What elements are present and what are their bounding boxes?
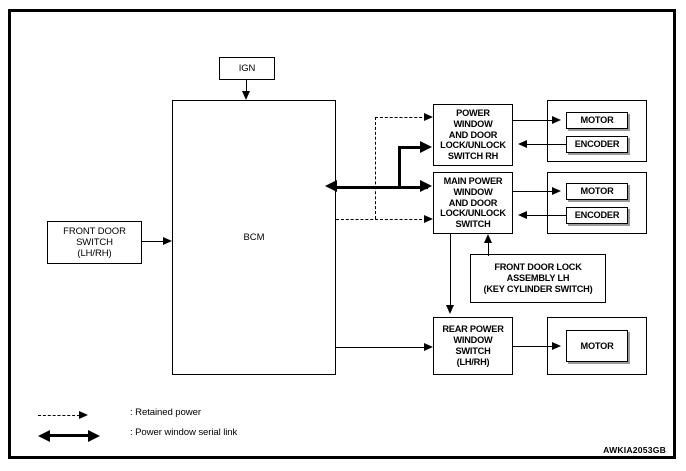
part-code-label: AWKIA2053GB (603, 445, 666, 455)
dashline-retained-power-lower-horizontal (336, 219, 427, 220)
block-main-power-window-switch-label: MAIN POWER WINDOW AND DOOR LOCK/UNLOCK S… (440, 175, 506, 230)
legend-symbol-serial-link (38, 427, 124, 443)
line-main-switch-to-motor (513, 191, 553, 193)
block-power-window-switch-rh: POWER WINDOW AND DOOR LOCK/UNLOCK SWITCH… (433, 104, 513, 166)
line-main-switch-to-rear-switch (450, 234, 452, 306)
block-bcm-label: BCM (243, 231, 265, 243)
block-encoder-main: ENCODER (566, 207, 628, 224)
arrowhead-bcm-to-rear-switch (424, 343, 433, 351)
arrowhead-switch-rh-to-motor (552, 116, 561, 124)
serial-link-branch-horizontal (398, 146, 422, 150)
block-motor-rear-label: MOTOR (580, 340, 614, 351)
line-switch-rh-to-motor (513, 120, 553, 122)
arrowhead-serial-link-to-main-switch (420, 179, 432, 192)
block-motor-main-label: MOTOR (580, 186, 614, 197)
block-encoder-rh: ENCODER (566, 136, 628, 153)
dashline-retained-power-vertical (375, 117, 376, 219)
legend-label-serial-link: : Power window serial link (130, 427, 238, 438)
serial-link-trunk (336, 186, 428, 190)
arrowhead-retained-power-lower (424, 215, 433, 223)
legend-dashline (38, 415, 80, 416)
line-encoder-rh-to-switch (527, 144, 566, 146)
block-ign: IGN (219, 57, 275, 80)
legend-label-retained-power: : Retained power (130, 407, 201, 418)
arrowhead-front-door-switch-to-bcm (163, 237, 172, 245)
diagram-outer-frame (8, 9, 676, 459)
block-front-door-lock-assembly-label: FRONT DOOR LOCK ASSEMBLY LH (KEY CYLINDE… (483, 262, 593, 294)
legend-arrowhead-serial-link-right (88, 429, 100, 442)
block-motor-rear: MOTOR (566, 330, 628, 362)
block-encoder-rh-label: ENCODER (574, 139, 620, 150)
arrowhead-encoder-rh-to-switch (518, 140, 527, 148)
block-motor-rh: MOTOR (566, 112, 628, 129)
line-bcm-to-rear-switch (336, 347, 427, 349)
block-encoder-main-label: ENCODER (574, 210, 620, 221)
dashline-retained-power-upper-horizontal (375, 117, 427, 118)
block-bcm: BCM (172, 100, 336, 375)
line-rear-switch-to-motor (513, 346, 553, 348)
line-front-door-switch-to-bcm (142, 241, 164, 243)
arrowhead-ign-to-bcm (241, 91, 250, 100)
group-motor-encoder-main (547, 172, 647, 234)
line-ign-to-bcm (246, 80, 248, 94)
block-main-power-window-switch: MAIN POWER WINDOW AND DOOR LOCK/UNLOCK S… (433, 172, 513, 234)
block-rear-power-window-switch: REAR POWER WINDOW SWITCH (LH/RH) (433, 317, 513, 375)
block-front-door-switch: FRONT DOOR SWITCH (LH/RH) (47, 221, 142, 264)
block-motor-rh-label: MOTOR (580, 115, 614, 126)
arrowhead-serial-link-to-switch-rh (420, 141, 432, 154)
legend-arrowhead-serial-link-left (38, 429, 50, 442)
arrowhead-main-encoder-to-switch (518, 211, 527, 219)
legend-symbol-retained-power (38, 407, 124, 423)
arrowhead-serial-link-to-bcm (325, 179, 337, 192)
arrowhead-assembly-to-main-switch (483, 234, 492, 243)
line-main-encoder-to-switch (527, 215, 566, 217)
block-power-window-switch-rh-label: POWER WINDOW AND DOOR LOCK/UNLOCK SWITCH… (440, 107, 506, 162)
arrowhead-retained-power-upper (424, 113, 433, 121)
block-motor-main: MOTOR (566, 183, 628, 200)
arrowhead-rear-switch-to-motor (552, 342, 561, 350)
block-ign-label: IGN (238, 62, 256, 74)
legend: : Retained power : Power window serial l… (38, 403, 378, 443)
arrowhead-main-switch-to-motor (552, 187, 561, 195)
block-rear-power-window-switch-label: REAR POWER WINDOW SWITCH (LH/RH) (442, 324, 504, 367)
serial-link-branch-vertical (398, 146, 402, 188)
block-front-door-switch-label: FRONT DOOR SWITCH (LH/RH) (63, 225, 126, 260)
arrowhead-main-switch-to-rear-switch (445, 305, 454, 314)
legend-arrowhead-retained-power (79, 411, 88, 419)
block-front-door-lock-assembly: FRONT DOOR LOCK ASSEMBLY LH (KEY CYLINDE… (470, 254, 606, 303)
line-assembly-to-main-switch (488, 243, 490, 256)
group-motor-encoder-rh (547, 100, 647, 162)
legend-thickline (48, 433, 90, 437)
